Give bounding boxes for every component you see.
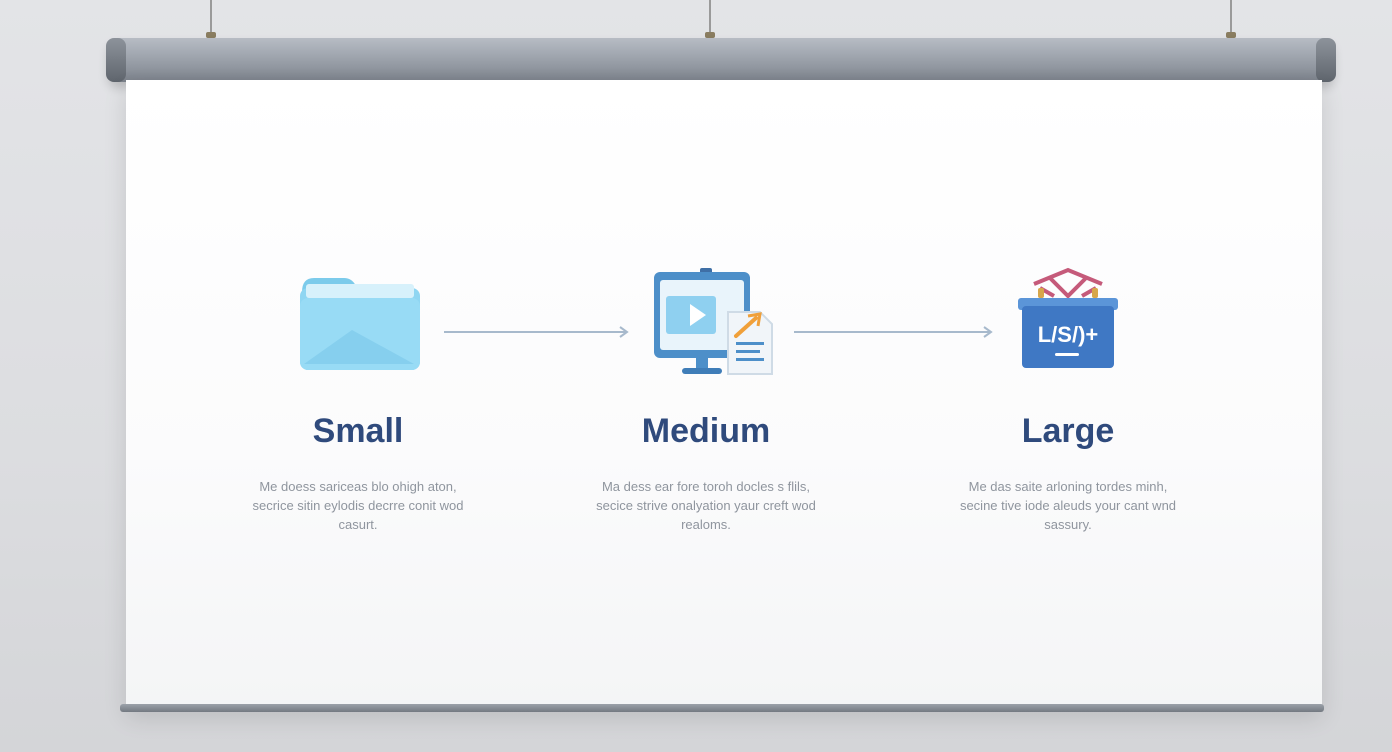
arrow-right-icon — [794, 326, 993, 338]
toolbox-icon — [1018, 267, 1118, 368]
step-small: Small Me doess sariceas blo ohigh aton, … — [228, 400, 488, 534]
step-title: Small — [312, 412, 404, 450]
roller-cap-left — [106, 38, 126, 82]
step-description: Ma dess ear fore toroh docles s flils, s… — [596, 479, 816, 532]
roller-cap-right — [1316, 38, 1336, 82]
toolbox-label: L/S/)+ — [1037, 322, 1099, 347]
arrow-right-icon — [444, 326, 629, 338]
folder-icon — [300, 278, 420, 370]
screen-bottom-bar — [120, 704, 1324, 712]
toolbox-label-underline — [1055, 353, 1079, 356]
step-description: Me das saite arloning tordes minh, secin… — [959, 479, 1177, 532]
ceiling-wire — [206, 0, 216, 38]
step-medium: Medium Ma dess ear fore toroh docles s f… — [576, 400, 836, 534]
step-large: Large Me das saite arloning tordes minh,… — [938, 400, 1198, 534]
ceiling-wire — [1226, 0, 1236, 38]
monitor-document-icon — [654, 268, 773, 375]
projection-screen — [126, 80, 1322, 708]
step-title: Medium — [641, 412, 771, 450]
step-title: Large — [1021, 412, 1115, 450]
ceiling-wire — [705, 0, 715, 38]
step-description: Me doess sariceas blo ohigh aton, secric… — [252, 479, 464, 532]
screen-roller — [106, 38, 1336, 82]
